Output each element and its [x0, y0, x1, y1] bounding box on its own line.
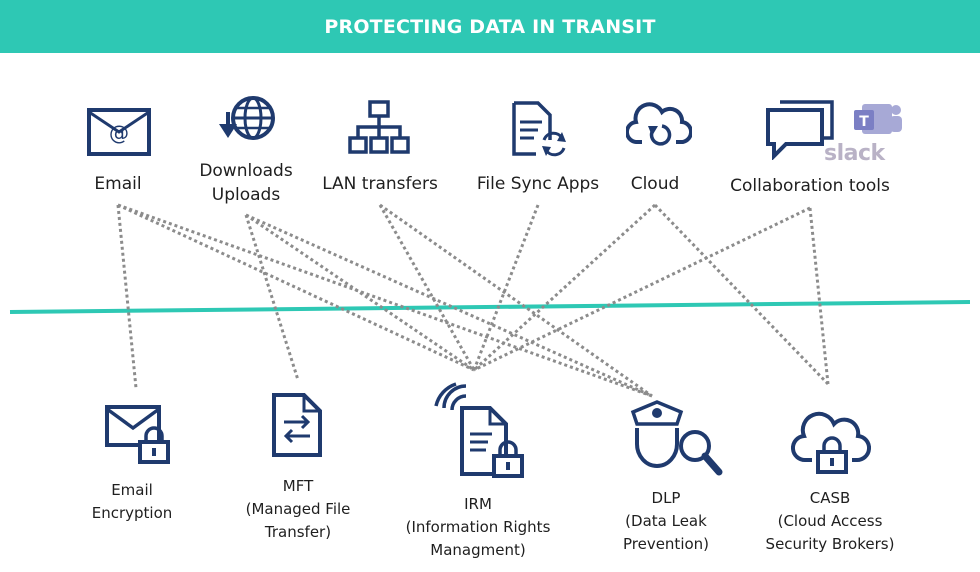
control-label-casb: CASB (Cloud Access Security Brokers) — [766, 487, 895, 556]
source-label-line: Cloud — [630, 174, 680, 194]
connector-email-to-irm — [117, 203, 475, 372]
connector-cloud-to-casb — [653, 203, 830, 386]
connector-email-to-email-encryption — [116, 204, 138, 389]
source-label-file-sync-apps: File Sync Apps — [477, 172, 599, 196]
control-label-mft: MFT (Managed File Transfer) — [246, 475, 351, 544]
police-search-icon — [630, 400, 723, 476]
connector-collaboration-tools-to-casb — [808, 207, 830, 385]
connector-downloads-uploads-to-irm — [245, 213, 475, 372]
source-label-line: Downloads — [199, 161, 293, 181]
svg-text:T: T — [859, 114, 869, 130]
control-label-line: (Cloud Access — [777, 512, 883, 530]
globe-download-icon — [219, 96, 275, 140]
file-sync-icon — [512, 101, 566, 157]
cloud-sync-icon — [626, 102, 692, 146]
connector-downloads-uploads-to-mft — [244, 214, 300, 381]
control-label-line: Encryption — [91, 504, 173, 522]
source-label-email: Email — [94, 172, 141, 196]
control-label-irm: IRM (Information Rights Managment) — [406, 493, 551, 562]
source-label-line: Collaboration tools — [730, 176, 890, 196]
connector-email-to-dlp — [117, 203, 653, 398]
connector-lines — [116, 203, 830, 398]
title-banner: PROTECTING DATA IN TRANSIT — [0, 0, 980, 53]
source-label-lan-transfers: LAN transfers — [322, 172, 438, 196]
control-label-line: DLP — [651, 489, 681, 507]
source-label-line: Uploads — [211, 185, 281, 205]
network-hierarchy-icon — [348, 100, 410, 154]
control-label-line: Security Brokers) — [765, 535, 895, 553]
file-transfer-icon — [272, 393, 322, 457]
connector-lan-transfers-to-irm — [378, 204, 476, 371]
control-label-line: Email — [111, 481, 153, 499]
svg-text:@: @ — [109, 121, 129, 145]
source-label-downloads-uploads: Downloads Uploads — [199, 159, 292, 207]
control-label-line: CASB — [809, 489, 851, 507]
control-label-line: Prevention) — [622, 535, 710, 553]
source-label-line: LAN transfers — [322, 174, 438, 194]
connector-lan-transfers-to-dlp — [379, 203, 653, 398]
document-lock-signal-icon — [434, 382, 524, 478]
control-label-line: Managment) — [430, 541, 526, 559]
source-label-collaboration-tools: Collaboration tools — [730, 174, 890, 198]
page-title: PROTECTING DATA IN TRANSIT — [324, 15, 656, 38]
source-label-cloud: Cloud — [631, 172, 680, 196]
chat-bubbles-icon — [766, 100, 834, 160]
control-label-line: MFT — [282, 477, 314, 495]
control-label-line: IRM — [464, 495, 492, 513]
control-label-dlp: DLP (Data Leak Prevention) — [623, 487, 709, 556]
source-label-line: File Sync Apps — [476, 174, 600, 194]
cloud-lock-icon — [791, 411, 871, 474]
teams-logo-icon: T — [854, 104, 902, 134]
control-label-line: (Information Rights — [405, 518, 551, 536]
slack-logo-text: slack — [824, 141, 885, 166]
control-label-line: (Data Leak — [625, 512, 707, 530]
envelope-at-icon: @ — [87, 108, 151, 156]
connector-downloads-uploads-to-dlp — [245, 213, 653, 398]
envelope-lock-icon — [105, 405, 170, 464]
divider-line — [9, 300, 971, 314]
control-label-email-encryption: Email Encryption — [92, 479, 173, 525]
control-label-line: (Managed File — [245, 500, 351, 518]
control-label-line: Transfer) — [264, 523, 332, 541]
source-label-line: Email — [94, 174, 142, 194]
connector-cloud-to-irm — [472, 203, 657, 372]
connector-collaboration-tools-to-irm — [473, 206, 811, 372]
